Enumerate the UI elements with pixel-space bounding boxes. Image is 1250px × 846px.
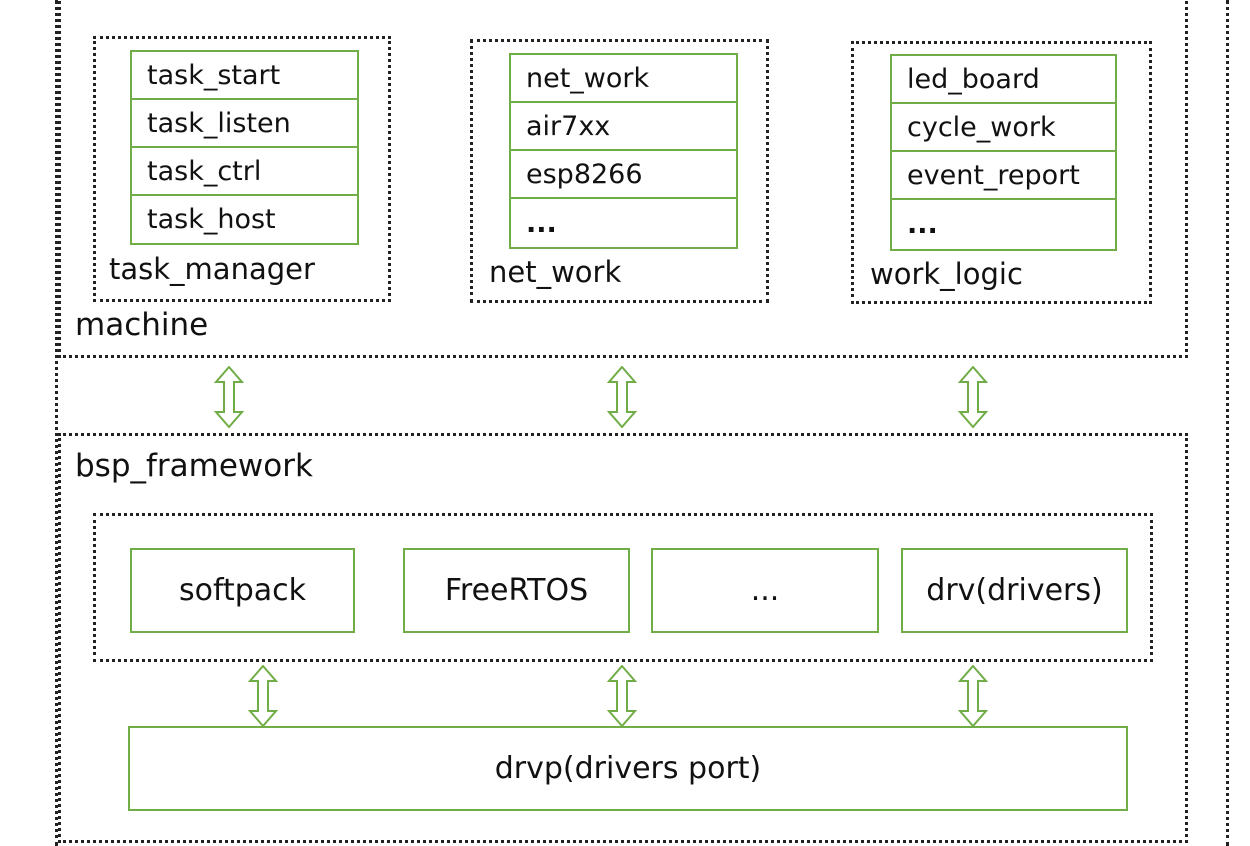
machine-region: machine xyxy=(58,0,1188,358)
list-item: led_board xyxy=(892,56,1115,104)
right-edge-dotted-line xyxy=(1226,0,1229,846)
double-arrow-icon xyxy=(214,366,244,428)
module-box: softpack xyxy=(130,548,355,633)
list-item: cycle_work xyxy=(892,104,1115,152)
list-item: ... xyxy=(907,209,938,240)
module-box: ... xyxy=(651,548,879,633)
list-item: task_listen xyxy=(132,100,357,148)
net-work-stack: net_work air7xx esp8266 ... xyxy=(509,53,738,249)
double-arrow-icon xyxy=(248,665,278,727)
net-work-label: net_work xyxy=(489,255,622,289)
work-logic-label: work_logic xyxy=(870,257,1023,291)
list-item: task_host xyxy=(147,204,276,235)
machine-label: machine xyxy=(75,307,209,343)
left-edge-dotted-line xyxy=(55,0,58,846)
list-item: ... xyxy=(526,207,557,239)
work-logic-stack: led_board cycle_work event_report ... xyxy=(890,54,1117,251)
double-arrow-icon xyxy=(607,665,637,727)
double-arrow-icon xyxy=(607,366,637,428)
bsp-framework-label: bsp_framework xyxy=(75,448,313,484)
bsp-framework-region: bsp_framework xyxy=(58,433,1188,843)
task-manager-group: task_start task_listen task_ctrl task_ho… xyxy=(93,36,391,302)
list-item: net_work xyxy=(511,55,736,103)
list-item: air7xx xyxy=(511,103,736,151)
list-item: esp8266 xyxy=(511,151,736,199)
module-box: FreeRTOS xyxy=(403,548,630,633)
double-arrow-icon xyxy=(958,366,988,428)
module-box: drv(drivers) xyxy=(901,548,1128,633)
task-manager-label: task_manager xyxy=(109,252,315,286)
list-item: task_start xyxy=(132,52,357,100)
list-item: event_report xyxy=(892,152,1115,200)
drivers-port-box: drvp(drivers port) xyxy=(128,726,1128,811)
task-manager-stack: task_start task_listen task_ctrl task_ho… xyxy=(130,50,359,245)
net-work-group: net_work air7xx esp8266 ... net_work xyxy=(470,39,769,303)
list-item: task_ctrl xyxy=(132,148,357,196)
work-logic-group: led_board cycle_work event_report ... wo… xyxy=(851,41,1152,304)
double-arrow-icon xyxy=(958,665,988,727)
bsp-modules-group xyxy=(93,513,1153,662)
